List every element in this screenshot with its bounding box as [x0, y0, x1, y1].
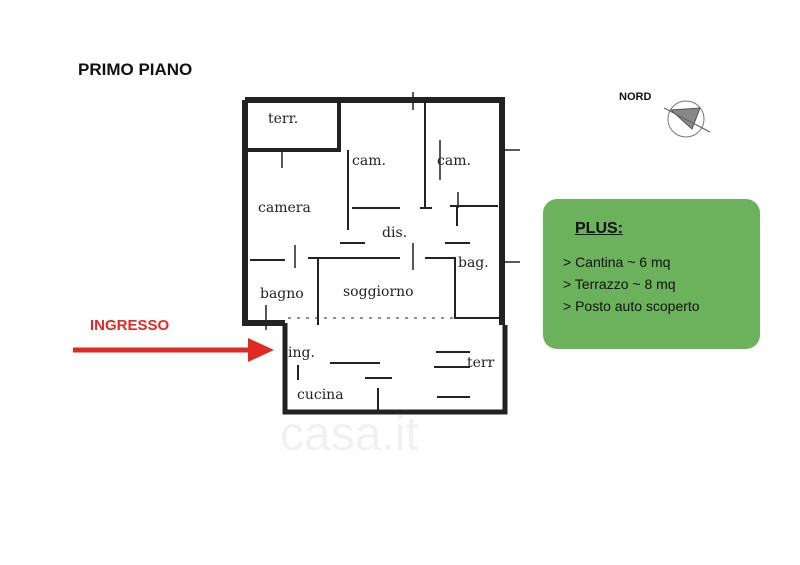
walls — [242, 92, 520, 415]
room-label: dis. — [382, 225, 407, 241]
north-label: NORD — [619, 91, 652, 103]
room-labels: terr. cam. cam. camera dis. bag. bagno s… — [258, 111, 495, 403]
plus-item: > Posto auto scoperto — [563, 298, 700, 314]
north-arrow-icon — [663, 100, 711, 138]
plus-title: PLUS: — [575, 220, 623, 237]
room-label: bag. — [458, 255, 489, 271]
watermark-logo: casa.it — [280, 408, 419, 461]
plus-item: > Cantina ~ 6 mq — [563, 254, 671, 270]
room-label: terr — [467, 355, 495, 371]
room-label: bagno — [260, 286, 304, 302]
room-label: cucina — [297, 387, 344, 403]
entrance-label: INGRESSO — [90, 317, 170, 334]
plus-item: > Terrazzo ~ 8 mq — [563, 276, 676, 292]
svg-text:casa.it: casa.it — [280, 408, 419, 461]
page-title: PRIMO PIANO — [78, 60, 193, 79]
room-label: cam. — [437, 153, 471, 169]
room-label: ing. — [288, 345, 315, 361]
room-label: cam. — [352, 153, 386, 169]
room-label: soggiorno — [343, 284, 414, 300]
room-label: camera — [258, 200, 311, 216]
plus-box: PLUS: > Cantina ~ 6 mq > Terrazzo ~ 8 mq… — [543, 199, 760, 349]
entrance-arrow-icon — [73, 338, 274, 362]
room-label: terr. — [268, 111, 298, 127]
